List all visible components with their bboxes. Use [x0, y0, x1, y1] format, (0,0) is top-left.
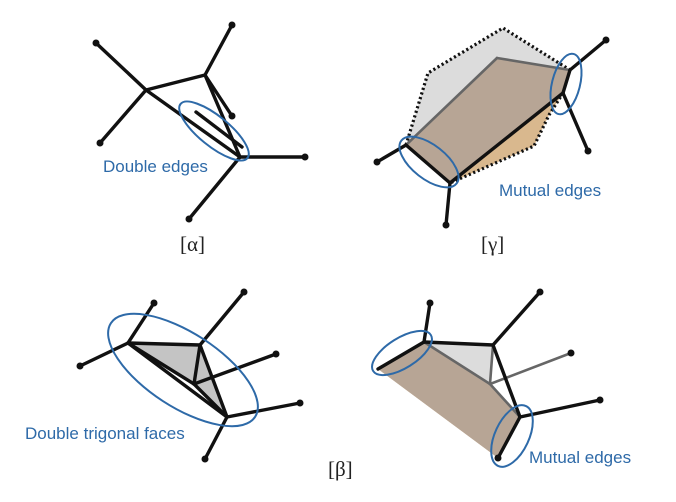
alpha-edges [94, 23, 307, 221]
beta-mutual-edge-highlight-right [490, 404, 534, 468]
panel-beta-left: Double trigonal faces [25, 288, 304, 463]
mutual-edges-label-beta: Mutual edges [529, 448, 631, 467]
mutual-edges-label-gamma: Mutual edges [499, 181, 601, 200]
gamma-face-brown [406, 58, 570, 183]
beta-left-edges [78, 290, 302, 461]
gamma-face-back [406, 28, 570, 145]
panel-beta-right: Mutual edges [371, 288, 631, 468]
gamma-mutual-edge-highlight-left [398, 135, 460, 189]
gamma-mutual-edge-highlight-right [549, 52, 583, 116]
beta-left-nodes [76, 288, 304, 463]
gamma-title: [γ] [481, 232, 504, 256]
beta-right-edges [376, 290, 602, 460]
alpha-double-edge-highlight [178, 100, 250, 162]
alpha-nodes [92, 21, 309, 223]
beta-title: [β] [328, 457, 353, 481]
alpha-title: [α] [180, 232, 205, 256]
panel-gamma: Mutual edges [γ] [373, 26, 610, 256]
gamma-nodes [373, 36, 610, 229]
double-trigonal-faces-label: Double trigonal faces [25, 424, 185, 443]
beta-right-nodes [426, 288, 604, 462]
panel-alpha: Double edges [α] [92, 21, 309, 256]
beta-right-face-brown [378, 342, 520, 458]
beta-mutual-edge-highlight-left [371, 329, 433, 377]
double-edges-label: Double edges [103, 157, 208, 176]
beta-double-trigonal-faces-highlight [107, 312, 259, 428]
